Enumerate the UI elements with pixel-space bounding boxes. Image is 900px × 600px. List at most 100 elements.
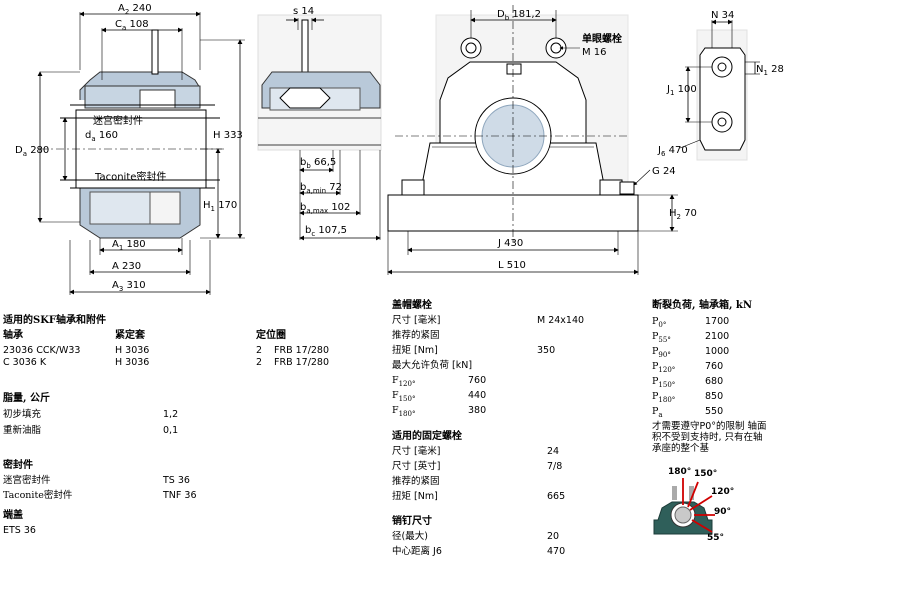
breaking-row-label: P0° — [652, 316, 667, 329]
side-view — [257, 14, 382, 241]
dowel-title: 销钉尺寸 — [392, 516, 432, 527]
seal-row-1-label: 迷宫密封件 — [3, 475, 51, 486]
bearing-row-1-qty: 2 — [256, 345, 263, 356]
dim-s-label: s 14 — [293, 6, 314, 17]
angle-label-55: 55° — [707, 533, 724, 543]
bearing-row-2-bearing: C 3036 K — [3, 357, 47, 368]
col-bearing-header: 轴承 — [3, 330, 23, 341]
dim-n-label: N 34 — [711, 10, 734, 21]
cap-bolt-row-4-label: 最大允许负荷 [kN] — [392, 360, 473, 371]
front-view — [387, 5, 678, 275]
dim-h-label: H 333 — [213, 130, 243, 141]
labyrinth-seal-label: 迷宫密封件 — [93, 114, 143, 127]
breaking-row-label: P55° — [652, 331, 671, 344]
dim-bb-label: bb 66,5 — [300, 157, 336, 170]
bearing-row-2-qty: 2 — [256, 357, 263, 368]
cap-bolt-row-2-label: 推荐的紧固 — [392, 330, 440, 341]
dim-a-label: A 230 — [112, 261, 141, 272]
dowel-row-2-value: 470 — [547, 546, 566, 557]
bearing-row-1-ring: FRB 17/280 — [274, 345, 330, 356]
dim-h2-label: H2 70 — [669, 208, 697, 221]
taconite-seal-label: Taconite密封件 — [94, 170, 166, 183]
breaking-row-value: 760 — [705, 361, 724, 372]
breaking-row-value: 1700 — [705, 316, 730, 327]
endcover-value: ETS 36 — [3, 525, 36, 536]
dim-j6-label: J6 470 — [657, 145, 688, 158]
section-view — [37, 11, 245, 295]
load-f150-label: F150° — [392, 390, 416, 403]
load-f180-label: F180° — [392, 405, 416, 418]
grease-row-2-label: 重新油脂 — [3, 425, 42, 436]
top-detail-view — [679, 19, 760, 161]
bolt-left — [672, 486, 677, 500]
dim-h1-label: H1 170 — [203, 200, 237, 213]
dim-a3-label: A3 310 — [112, 280, 146, 293]
breaking-row-label: P90° — [652, 346, 671, 359]
grease-row-1-value: 1,2 — [163, 409, 179, 420]
attach-bolt-row-1-value: 24 — [547, 446, 560, 457]
dowel-row-1-value: 20 — [547, 531, 560, 542]
dim-l-label: L 510 — [498, 260, 526, 271]
cap-bolt-row-1-label: 尺寸 [毫米] — [392, 315, 441, 326]
dim-da-label: Da 280 — [15, 145, 49, 158]
grease-row-2-value: 0,1 — [163, 425, 179, 436]
shaft-circle — [674, 506, 692, 524]
seals-title: 密封件 — [3, 460, 33, 471]
breaking-title: 断裂负荷, 轴承箱, kN — [652, 300, 752, 311]
cap-bolt-row-1-value: M 24x140 — [537, 315, 585, 326]
breaking-row-label: P180° — [652, 391, 676, 404]
angle-label-180: 180° — [668, 467, 691, 477]
cap-bolt-row-3-label: 扭矩 [Nm] — [392, 345, 438, 356]
bearing-row-2-ring: FRB 17/280 — [274, 357, 330, 368]
endcover-title: 端盖 — [3, 510, 23, 521]
bolt-right — [689, 486, 694, 500]
seal-row-2-label: Taconite密封件 — [3, 490, 73, 501]
load-arrows — [682, 478, 715, 533]
dim-j1-label: J1 100 — [666, 84, 697, 97]
breaking-row-label: Pa — [652, 406, 663, 419]
load-f150-value: 440 — [468, 390, 487, 401]
bearing-row-1-sleeve: H 3036 — [115, 345, 150, 356]
eye-bolt-label: 单眼螺栓 — [582, 32, 622, 45]
attach-bolt-row-1-label: 尺寸 [毫米] — [392, 446, 441, 457]
dim-bc-label: bc 107,5 — [305, 225, 347, 238]
attach-bolt-row-2-value: 7/8 — [547, 461, 563, 472]
breaking-row-label: P150° — [652, 376, 676, 389]
attach-bolt-row-3-label: 推荐的紧固 — [392, 476, 440, 487]
cap-bolts-title: 盖帽螺栓 — [392, 300, 432, 311]
grease-row-1-label: 初步填充 — [3, 409, 42, 420]
seal-row-2-value: TNF 36 — [163, 490, 197, 501]
load-f120-label: F120° — [392, 375, 416, 388]
dim-j-label: J 430 — [497, 238, 523, 249]
load-direction-diagram: 180° 150° 120° 90° 55° — [653, 467, 734, 543]
breaking-row-label: P120° — [652, 361, 676, 374]
dowel-row-1-label: 径(最大) — [392, 531, 428, 542]
angle-label-150: 150° — [694, 469, 717, 479]
angle-label-120: 120° — [711, 487, 734, 497]
bearing-row-1-bearing: 23036 CCK/W33 — [3, 345, 81, 356]
cap-bolt-row-3-value: 350 — [537, 345, 556, 356]
attach-bolts-title: 适用的固定螺栓 — [392, 431, 462, 442]
breaking-note: 才需要遵守P0°的限制 轴面积不受到支持时, 只有在轴承座的整个基 — [652, 421, 767, 454]
breaking-row-value: 1000 — [705, 346, 730, 357]
breaking-row-value: 680 — [705, 376, 724, 387]
load-f180-value: 380 — [468, 405, 487, 416]
breaking-row-value: 850 — [705, 391, 724, 402]
col-ring-header: 定位圈 — [256, 330, 286, 341]
dim-g-label: G 24 — [652, 166, 676, 177]
seal-row-1-value: TS 36 — [163, 475, 190, 486]
dim-n1-label: N1 28 — [756, 64, 784, 77]
breaking-row-value: 2100 — [705, 331, 730, 342]
angle-label-90: 90° — [714, 507, 731, 517]
grease-title: 脂量, 公斤 — [3, 393, 50, 404]
attach-bolt-row-4-label: 扭矩 [Nm] — [392, 491, 438, 502]
attach-bolt-row-2-label: 尺寸 [英寸] — [392, 461, 441, 472]
bearings-title: 适用的SKF轴承和附件 — [3, 315, 107, 326]
col-sleeve-header: 紧定套 — [115, 330, 145, 341]
bearing-row-2-sleeve: H 3036 — [115, 357, 150, 368]
breaking-row-value: 550 — [705, 406, 724, 417]
eye-bolt-size-label: M 16 — [582, 47, 607, 58]
technical-drawings: A2 240 Ca 108 Da 280 da 160 迷宫密封件 Taconi… — [15, 3, 784, 295]
load-f120-value: 760 — [468, 375, 487, 386]
dowel-row-2-label: 中心距离 J6 — [392, 546, 442, 557]
